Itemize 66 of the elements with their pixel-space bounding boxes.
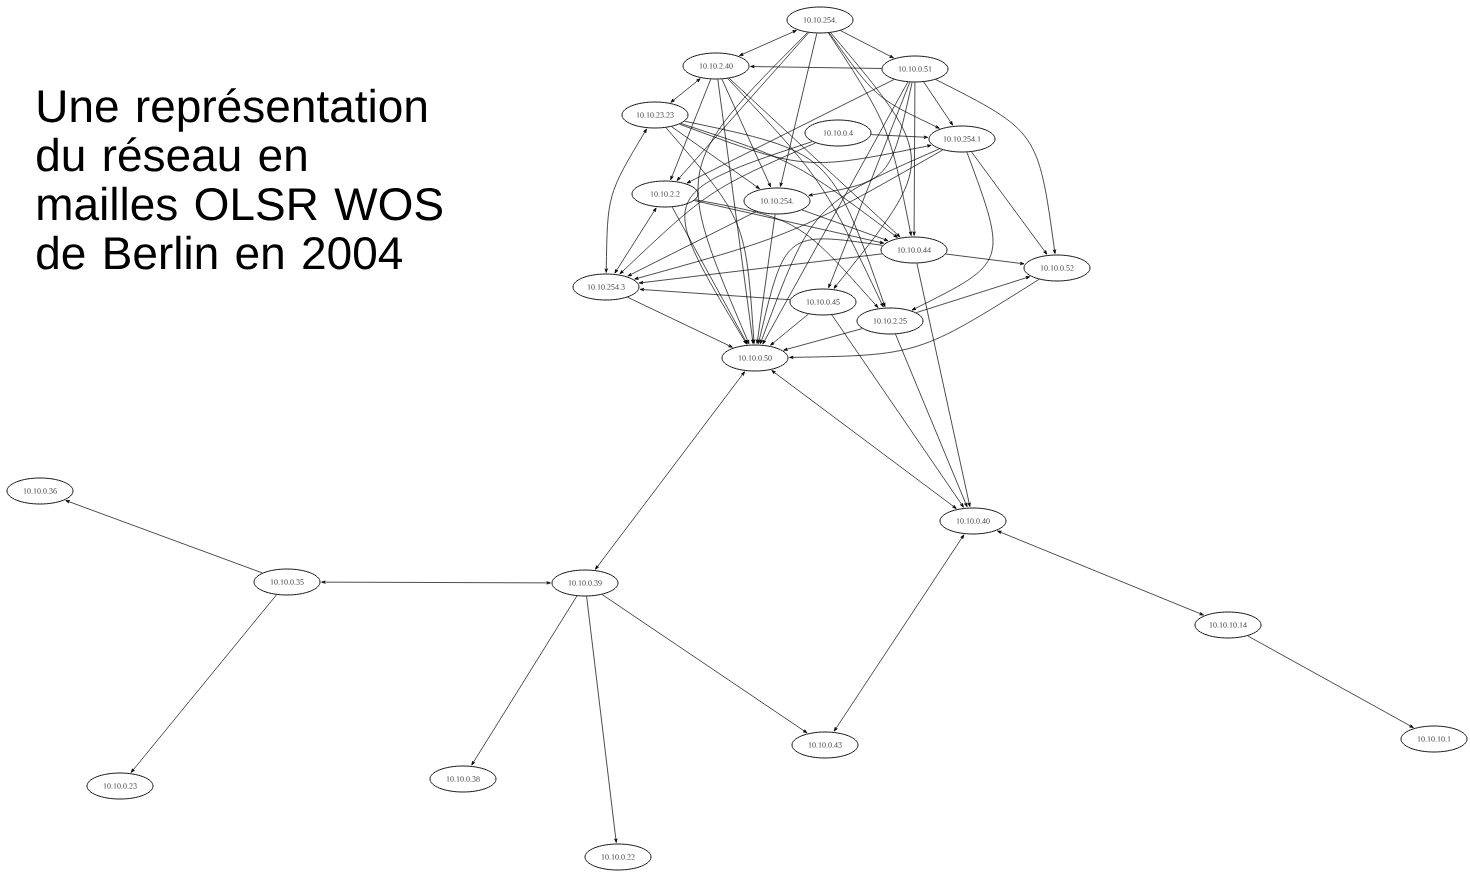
arrow: [915, 276, 1031, 314]
arrow: [634, 149, 944, 280]
arrow: [638, 253, 883, 285]
arrow: [870, 134, 929, 139]
arrow: [670, 78, 701, 103]
arrow: [639, 288, 791, 301]
arrow: [686, 79, 895, 184]
arrow: [739, 30, 797, 56]
arrow: [916, 263, 971, 507]
arrow: [684, 141, 813, 345]
arrow: [801, 209, 889, 242]
arrow: [595, 371, 745, 570]
arrow: [997, 530, 1204, 616]
arrow: [693, 200, 885, 244]
arrow: [721, 78, 771, 188]
arrow: [770, 313, 809, 346]
arrow: [727, 78, 884, 308]
arrow: [779, 33, 818, 187]
arrow: [828, 32, 912, 236]
arrow: [945, 253, 1025, 265]
arrow: [757, 238, 883, 344]
arrow: [830, 32, 912, 289]
arrow: [321, 580, 551, 585]
arrow: [665, 127, 756, 344]
arrow: [808, 82, 913, 197]
arrow: [750, 65, 882, 69]
arrow: [627, 296, 733, 348]
arrow: [828, 81, 911, 289]
arrow: [971, 151, 1048, 255]
arrow: [783, 328, 863, 351]
arrow: [831, 314, 964, 508]
arrow: [895, 333, 968, 508]
arrow: [130, 594, 277, 773]
arrow: [627, 211, 757, 277]
arrow: [604, 128, 647, 273]
arrow: [676, 32, 810, 181]
arrow: [471, 595, 578, 766]
arrow: [789, 279, 1040, 359]
arrow: [771, 370, 957, 509]
arrow: [833, 534, 965, 732]
arrow: [684, 120, 886, 307]
arrow: [614, 207, 657, 274]
arrow: [680, 123, 898, 238]
arrow: [728, 78, 901, 238]
arrow: [671, 126, 760, 190]
arrow: [756, 214, 776, 344]
title: Une représentation du réseau en mailles OLSR WOS de Berlin en 2004: [37, 88, 442, 270]
arrow: [828, 32, 940, 129]
arrow: [840, 30, 894, 59]
arrow: [717, 79, 755, 344]
arrow: [671, 206, 748, 345]
arrow: [697, 32, 808, 345]
arrow: [670, 78, 712, 181]
arrow: [679, 123, 932, 163]
arrow: [762, 81, 909, 345]
arrow: [912, 82, 916, 236]
arrow: [619, 142, 816, 275]
arrow: [935, 79, 1057, 254]
arrow: [586, 596, 618, 843]
arrow: [760, 148, 940, 345]
arrow: [65, 500, 263, 574]
arrow: [694, 199, 879, 308]
arrow: [1247, 635, 1414, 728]
arrow: [601, 594, 808, 734]
arrow: [911, 151, 994, 311]
arrow: [923, 81, 954, 126]
